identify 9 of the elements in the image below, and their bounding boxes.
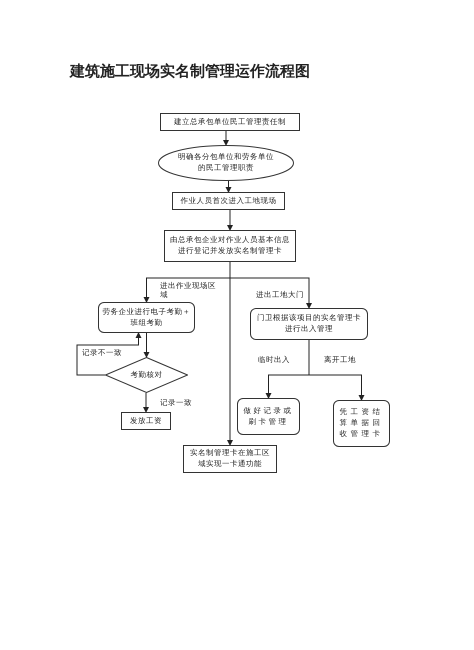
arrow xyxy=(223,130,229,146)
arrow xyxy=(227,262,233,446)
title: 建筑施工现场实名制管理运作流程图 xyxy=(70,62,310,81)
arrow xyxy=(308,340,364,401)
arrow xyxy=(226,180,232,193)
arrow xyxy=(76,332,142,376)
arrow xyxy=(227,210,233,231)
arrow xyxy=(144,332,150,358)
arrow xyxy=(143,392,149,413)
